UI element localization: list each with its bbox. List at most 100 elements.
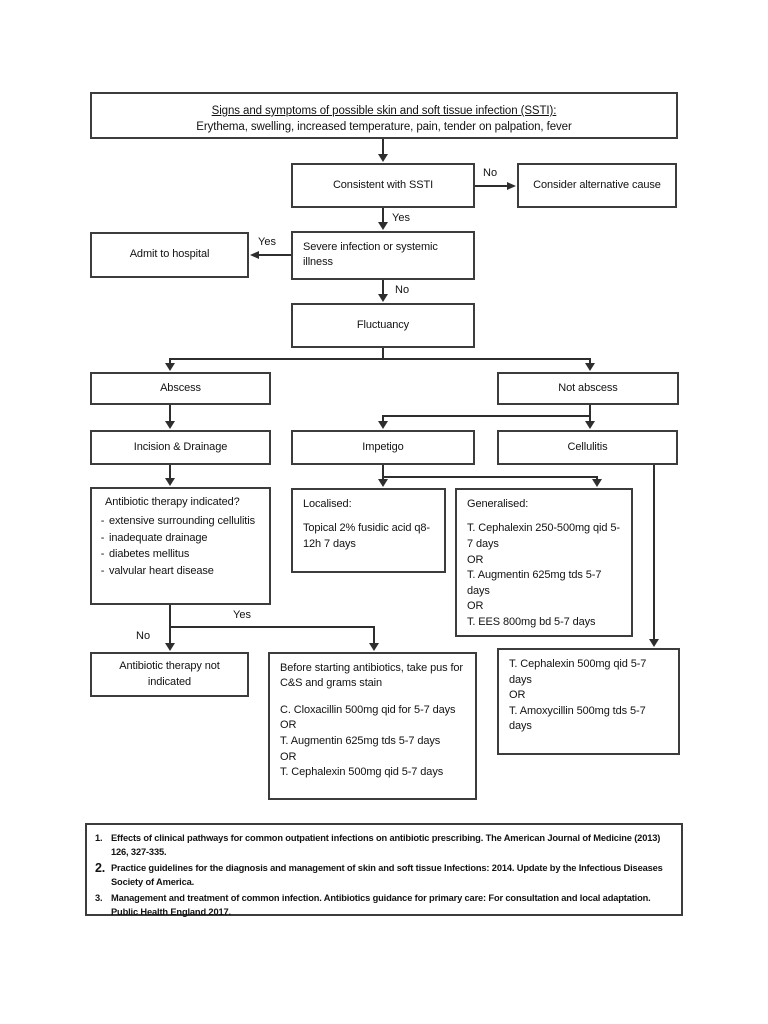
localised-body: Topical 2% fusidic acid q8-12h 7 days (303, 522, 430, 550)
connector-line (169, 626, 375, 628)
not-indicated-label: Antibiotic therapy not indicated (119, 660, 220, 688)
connector-line (169, 465, 171, 479)
abscess-box: Abscess (90, 372, 271, 405)
cellulitis-treatment-box: T. Cephalexin 500mg qid 5-7 days OR T. A… (497, 648, 680, 755)
drug-line: T. Amoxycillin 500mg tds 5-7 days (509, 704, 646, 733)
branch-label-yes: Yes (233, 609, 251, 621)
criteria-item: - inadequate drainage (92, 530, 269, 547)
spacer (280, 692, 469, 703)
signs-symptoms-title: Signs and symptoms of possible skin and … (211, 104, 557, 117)
branch-label-yes: Yes (258, 236, 276, 248)
criteria-text: inadequate drainage (109, 531, 208, 544)
connector-line (382, 415, 591, 417)
reference-number: 1. (95, 833, 103, 843)
before-antibiotics-title: Before starting antibiotics, take pus fo… (280, 662, 463, 690)
criteria-item: - diabetes mellitus (92, 546, 269, 563)
reference-text: Management and treatment of common infec… (111, 892, 651, 917)
connector-line (653, 465, 655, 640)
arrow-right-icon (507, 181, 516, 190)
bullet-dash: - (100, 548, 105, 561)
connector-line (382, 476, 384, 480)
or-separator: OR (467, 600, 484, 613)
criteria-item: - valvular heart disease (92, 563, 269, 580)
arrow-down-icon (592, 479, 602, 487)
antibiotic-not-indicated-box: Antibiotic therapy not indicated (90, 652, 249, 697)
connector-line (382, 415, 384, 422)
drug-line: C. Cloxacillin 500mg qid for 5-7 days (280, 703, 456, 716)
bullet-dash: - (100, 515, 105, 528)
impetigo-box: Impetigo (291, 430, 475, 465)
reference-text: Practice guidelines for the diagnosis an… (111, 862, 663, 887)
drug-line: T. Cephalexin 250-500mg qid 5-7 days (467, 522, 620, 550)
drug-line: T. Cephalexin 500mg qid 5-7 days (509, 658, 647, 686)
reference-number: 3. (95, 892, 103, 903)
criteria-text: valvular heart disease (109, 564, 214, 577)
arrow-left-icon (250, 250, 259, 259)
admit-label: Admit to hospital (129, 248, 210, 261)
localised-box: Localised: Topical 2% fusidic acid q8-12… (291, 488, 446, 573)
antibiotic-indicated-box: Antibiotic therapy indicated? - extensiv… (90, 487, 271, 605)
branch-label-no: No (483, 167, 498, 179)
drug-line: T. Cephalexin 500mg qid 5-7 days (280, 766, 444, 779)
abscess-label: Abscess (160, 381, 201, 394)
consider-alternative-box: Consider alternative cause (517, 163, 677, 208)
reference-number: 2. (95, 860, 106, 875)
arrow-down-icon (585, 421, 595, 429)
fluctuancy-label: Fluctuancy (356, 318, 410, 331)
references-box: 1. Effects of clinical pathways for comm… (85, 823, 683, 917)
or-separator: OR (467, 553, 484, 566)
generalised-title: Generalised: (467, 498, 529, 510)
connector-line (254, 254, 291, 256)
alternative-label: Consider alternative cause (533, 178, 661, 191)
connector-line (589, 415, 591, 422)
incision-drainage-box: Incision & Drainage (90, 430, 271, 465)
connector-line (382, 208, 384, 222)
localised-title: Localised: (303, 498, 352, 510)
consistent-label: Consistent with SSTI (332, 178, 434, 191)
branch-label-yes: Yes (392, 212, 410, 224)
connector-line (169, 605, 171, 644)
connector-line (589, 358, 591, 364)
severe-label: Severe infection or systemic illness (303, 241, 438, 269)
reference-text: Effects of clinical pathways for common … (111, 833, 661, 857)
antibiotic-indicated-title: Antibiotic therapy indicated? (105, 496, 240, 508)
connector-line (169, 358, 591, 360)
arrow-down-icon (165, 643, 175, 651)
branch-label-no: No (136, 630, 151, 642)
bullet-dash: - (100, 564, 105, 577)
cellulitis-box: Cellulitis (497, 430, 678, 465)
arrow-down-icon (378, 479, 388, 487)
cellulitis-label: Cellulitis (567, 440, 608, 453)
connector-line (475, 185, 509, 187)
or-separator: OR (509, 689, 526, 702)
consistent-with-ssti-box: Consistent with SSTI (291, 163, 475, 208)
arrow-down-icon (165, 363, 175, 371)
or-separator: OR (280, 719, 297, 732)
admit-hospital-box: Admit to hospital (90, 232, 249, 278)
incision-label: Incision & Drainage (133, 440, 228, 453)
drug-line: T. EES 800mg bd 5-7 days (467, 616, 596, 629)
arrow-down-icon (649, 639, 659, 647)
connector-line (169, 405, 171, 422)
connector-line (169, 358, 171, 364)
arrow-down-icon (165, 478, 175, 486)
signs-symptoms-subtitle: Erythema, swelling, increased temperatur… (196, 121, 572, 133)
criteria-text: diabetes mellitus (109, 548, 190, 561)
reference-item: 2. Practice guidelines for the diagnosis… (95, 860, 671, 890)
bullet-dash: - (100, 531, 105, 544)
fluctuancy-box: Fluctuancy (291, 303, 475, 348)
arrow-down-icon (378, 222, 388, 230)
impetigo-label: Impetigo (362, 440, 404, 453)
arrow-down-icon (165, 421, 175, 429)
criteria-text: extensive surrounding cellulitis (109, 515, 255, 528)
connector-line (382, 139, 384, 154)
arrow-down-icon (378, 154, 388, 162)
connector-line (382, 465, 384, 478)
drug-line: T. Augmentin 625mg tds 5-7 days (280, 735, 441, 747)
arrow-down-icon (378, 294, 388, 302)
generalised-box: Generalised: T. Cephalexin 250-500mg qid… (455, 488, 633, 637)
arrow-down-icon (378, 421, 388, 429)
not-abscess-label: Not abscess (558, 381, 618, 394)
connector-line (373, 626, 375, 644)
